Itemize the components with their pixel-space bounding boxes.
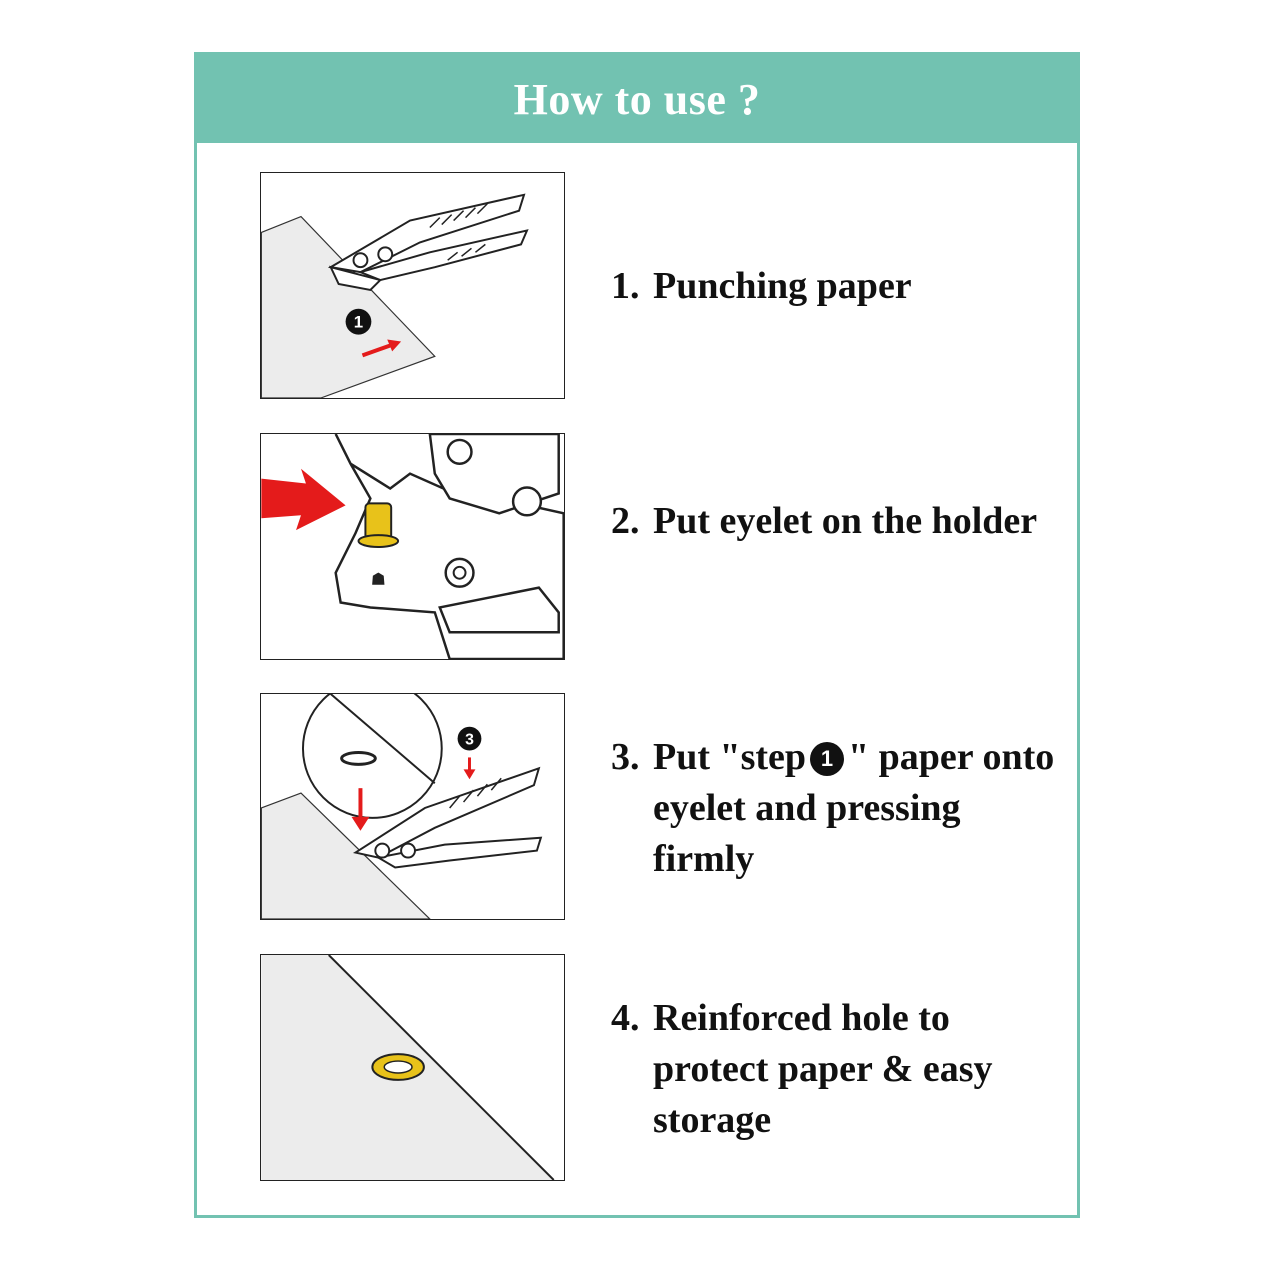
- how-to-use-card: How to use ? 1 1. Punching: [194, 52, 1080, 1218]
- step-number: 4.: [611, 997, 640, 1039]
- page-title: How to use ?: [513, 74, 761, 124]
- press-pliers-icon: 3: [261, 694, 543, 919]
- step-1-illustration: 1: [260, 172, 565, 399]
- step-2-illustration: ☗: [260, 433, 565, 660]
- eyelet-holder-icon: ☗: [261, 434, 564, 659]
- step-text-before: Put "step: [653, 736, 807, 778]
- step-4-text: 4. Reinforced hole to protect paper & ea…: [611, 993, 1061, 1146]
- step-2-text: 2. Put eyelet on the holder: [611, 496, 1061, 547]
- step-text-after: " paper onto eyelet and pressing firmly: [653, 736, 1055, 880]
- step-number: 3.: [611, 736, 640, 778]
- step-reference-badge: 1: [810, 742, 845, 776]
- punch-pliers-paper-icon: 1: [261, 193, 529, 398]
- step-badge-icon: [345, 308, 372, 335]
- step-description: Reinforced hole to protect paper & easy …: [653, 997, 993, 1141]
- step-description: Punching paper: [653, 265, 912, 307]
- step-4-illustration: [260, 954, 565, 1181]
- reinforced-hole-icon: [261, 955, 555, 1180]
- step-description: Put eyelet on the holder: [653, 500, 1038, 542]
- step-1-text: 1. Punching paper: [611, 261, 1061, 312]
- step-3-illustration: 3: [260, 693, 565, 920]
- card-header: How to use ?: [197, 55, 1077, 143]
- step-number: 2.: [611, 500, 640, 542]
- step-3-badge-icon: [457, 726, 482, 751]
- svg-text:☗: ☗: [371, 572, 385, 589]
- step-number: 1.: [611, 265, 640, 307]
- step-badge-number: 1: [354, 313, 363, 332]
- step-3-badge-number: 3: [465, 732, 474, 749]
